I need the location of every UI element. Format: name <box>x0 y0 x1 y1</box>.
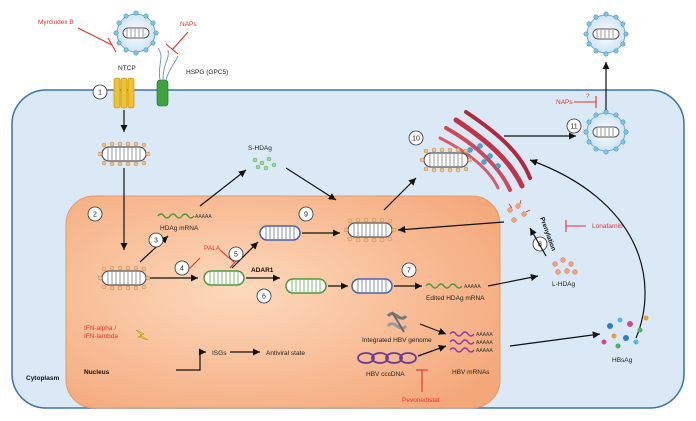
s-hdag-protein <box>252 156 277 171</box>
cytoplasm-label: Cytoplasm <box>26 375 59 382</box>
s-hdag-label: S-HDAg <box>248 145 272 152</box>
myrcludex-inhibition <box>77 27 113 46</box>
isgs-label: ISGs <box>212 350 227 357</box>
step-5-marker <box>228 246 244 262</box>
hdv-antigenome-edited <box>285 278 327 294</box>
hdv-virion-released <box>583 11 629 57</box>
hbv-mrnas-label: HBV mRNAs <box>452 369 490 376</box>
pala-inhibition <box>219 249 235 263</box>
golgi-apparatus <box>438 110 532 192</box>
cccdna-label: HBV cccDNA <box>366 371 405 378</box>
nucleus-label: Nucleus <box>84 369 110 376</box>
pala-label: PALA <box>204 245 221 252</box>
lonafarnib-label: Lonafarnib <box>592 223 623 230</box>
ntcp-receptor <box>113 77 135 109</box>
hdv-antigenome <box>203 270 245 286</box>
naps-top-inhibition <box>171 31 189 51</box>
nucleus <box>65 195 501 409</box>
hdv-virion-entry <box>113 10 159 56</box>
lightning-icon <box>135 329 149 341</box>
naps-top-label: NAPs <box>180 21 197 28</box>
step-4-marker <box>174 260 190 276</box>
step-6-label: 6 <box>262 294 266 301</box>
step-1-marker <box>92 84 108 100</box>
hdag-mrna-strand <box>157 213 195 219</box>
naps-question: ? <box>586 93 590 100</box>
step-7-marker <box>401 262 417 278</box>
step-2-marker <box>87 206 103 222</box>
antiviral-label: Antiviral state <box>266 350 305 357</box>
hbv-mrnas <box>449 331 475 353</box>
hbsag-particles <box>601 315 649 349</box>
hspg-receptor <box>156 47 179 107</box>
ntcp-label: NTCP <box>118 65 136 72</box>
step-5-label: 5 <box>234 252 238 259</box>
hbv-mrna-polya-2: AAAAA <box>476 340 493 346</box>
step-6-marker <box>256 288 272 304</box>
step-10-marker <box>408 130 424 146</box>
l-hdag-label: L-HDAg <box>552 281 576 288</box>
myrcludex-label: Myrcludex B <box>38 19 74 26</box>
hdv-genome-edited <box>351 278 393 294</box>
edited-mrna-strand <box>425 283 463 289</box>
hbsag-label: HBsAg <box>612 357 633 364</box>
ifn-label: IFN-alpha / <box>84 325 116 332</box>
edited-mrna-polya: AAAAA <box>464 284 481 290</box>
step-1-label: 1 <box>98 90 102 97</box>
step-9-label: 9 <box>304 212 308 219</box>
hdag-mrna-polya: AAAAA <box>195 214 212 220</box>
step-7-label: 7 <box>407 268 411 275</box>
step-11-label: 11 <box>570 124 577 131</box>
hdv-genome-replicated <box>259 225 301 241</box>
isg-induction-arrow <box>176 348 206 371</box>
ifn-label-2: IFN-lambda <box>84 333 118 340</box>
integrated-hbv-genome <box>386 311 408 333</box>
pevonedistat-label: Pevonedistat <box>402 397 440 404</box>
prenylated-l-hdag <box>507 203 527 223</box>
step-2-label: 2 <box>93 212 97 219</box>
step-3-marker <box>148 232 164 248</box>
hbv-mrna-polya-3: AAAAA <box>476 348 493 354</box>
adar1-label: ADAR1 <box>251 267 274 274</box>
step-10-label: 10 <box>412 136 420 143</box>
hbv-mrna-polya-1: AAAAA <box>476 332 493 338</box>
edited-mrna-label: Edited HDAg mRNA <box>426 295 485 302</box>
step-9-marker <box>298 206 314 222</box>
step-3-label: 3 <box>154 238 158 245</box>
hdag-mrna-label: HDAg mRNA <box>160 225 199 232</box>
hbv-cccdna <box>357 352 417 364</box>
step-4-label: 4 <box>180 266 184 273</box>
integrated-hbv-label: Integrated HBV genome <box>362 337 432 344</box>
step-11-marker <box>566 118 582 134</box>
naps-right-label: NAPs <box>556 99 573 106</box>
hspg-label: HSPG (GPC5) <box>186 69 228 76</box>
l-hdag-protein <box>552 257 578 275</box>
